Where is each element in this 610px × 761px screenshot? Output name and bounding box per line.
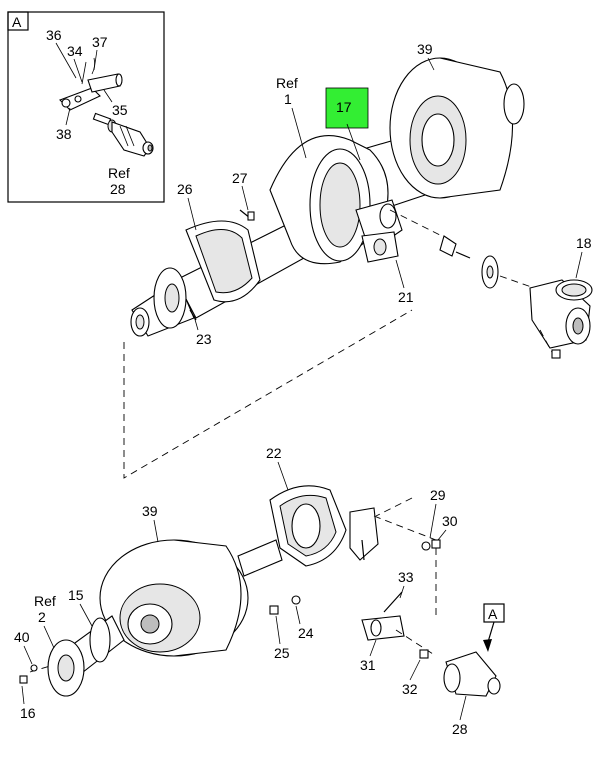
callout-24: 24 — [298, 625, 314, 641]
callout-25: 25 — [274, 645, 290, 661]
callout-38: 38 — [56, 126, 72, 142]
callout-39-bottom: 39 — [142, 503, 158, 519]
callout-17: 17 — [336, 99, 352, 115]
callout-37: 37 — [92, 34, 108, 50]
lower-brake-drawing — [19, 485, 501, 697]
callout-26: 26 — [177, 181, 193, 197]
callout-2: 2 — [38, 609, 46, 625]
brake-chamber-drawing — [389, 209, 593, 359]
detail-view-a-marker: A — [483, 603, 505, 652]
callout-29: 29 — [430, 487, 446, 503]
callout-31: 31 — [360, 657, 376, 673]
callout-34: 34 — [67, 43, 83, 59]
callout-36: 36 — [46, 27, 62, 43]
callout-21: 21 — [398, 289, 414, 305]
callout-39-top: 39 — [417, 41, 433, 57]
callout-28-ref-label: Ref — [108, 165, 130, 181]
callout-22: 22 — [266, 445, 282, 461]
callout-16: 16 — [20, 705, 36, 721]
detail-view-tag: A — [488, 606, 498, 622]
callout-32: 32 — [402, 681, 418, 697]
callout-28-detail: 28 — [110, 181, 126, 197]
callout-30: 30 — [442, 513, 458, 529]
callout-17-highlight[interactable]: 17 — [325, 87, 369, 129]
callout-35: 35 — [112, 102, 128, 118]
callout-2-ref-label: Ref — [34, 593, 56, 609]
callout-1: 1 — [284, 91, 292, 107]
callout-18: 18 — [576, 235, 592, 251]
callout-1-ref-label: Ref — [276, 75, 298, 91]
detail-box-tag: A — [12, 14, 22, 30]
callout-40: 40 — [14, 629, 30, 645]
axle-housing-drawing — [130, 57, 525, 337]
detail-box-a: A 36 34 37 35 38 Ref 28 — [7, 11, 165, 203]
callout-15: 15 — [68, 587, 84, 603]
callout-27: 27 — [232, 170, 248, 186]
callout-28-main: 28 — [452, 721, 468, 737]
detail-bracket-drawing — [59, 57, 154, 157]
callout-33: 33 — [398, 569, 414, 585]
callout-23: 23 — [196, 331, 212, 347]
